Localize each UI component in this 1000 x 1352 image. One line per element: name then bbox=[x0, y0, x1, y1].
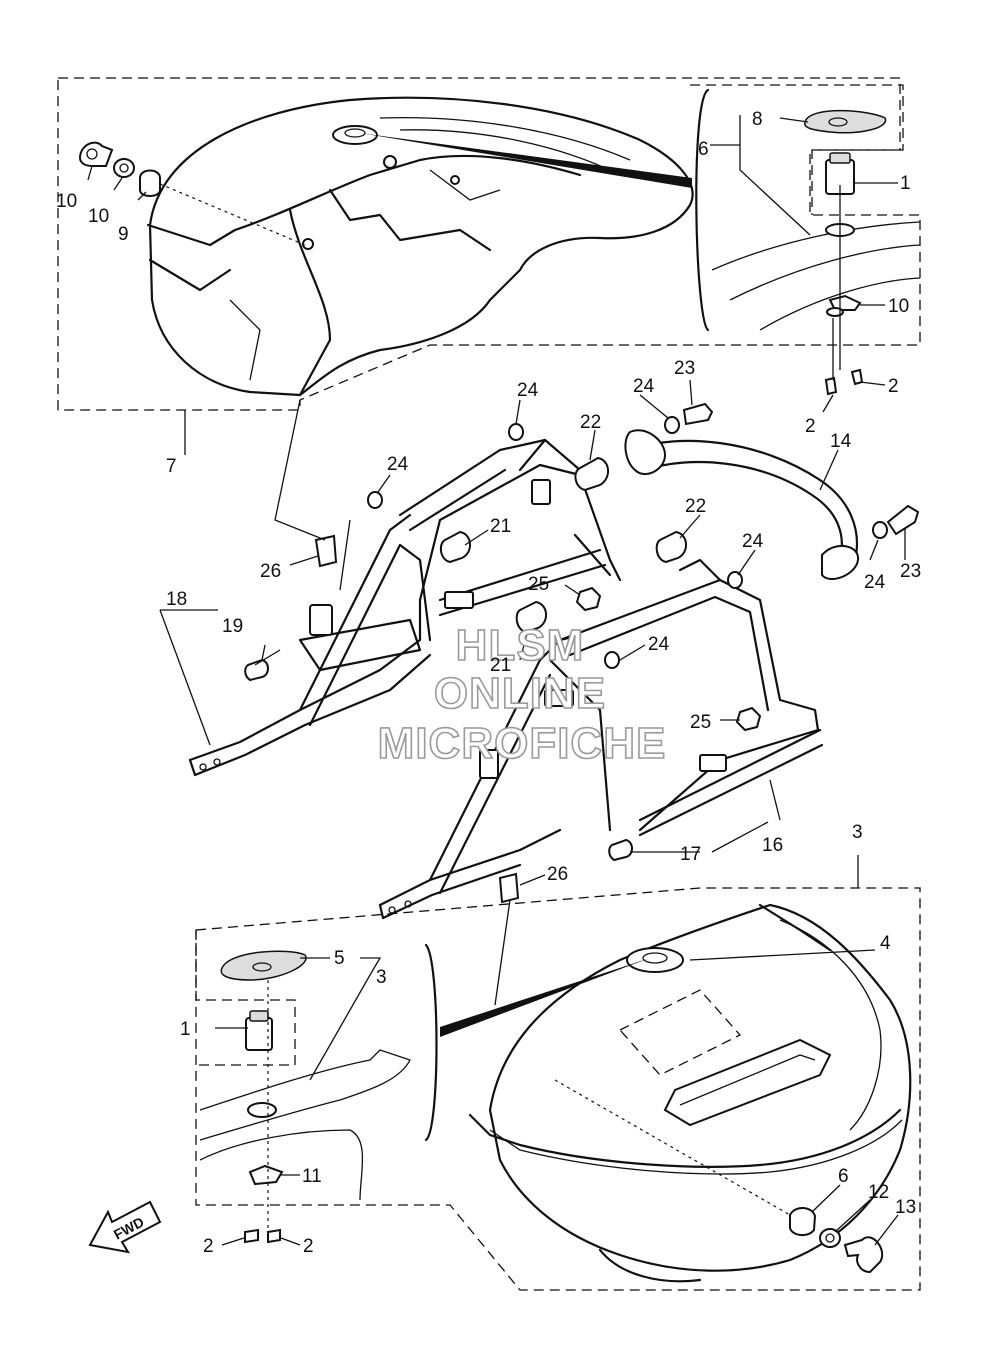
callout-16: 16 bbox=[762, 835, 783, 856]
callout-26-a: 26 bbox=[260, 561, 281, 582]
leader-wedge-top bbox=[360, 133, 692, 188]
nut-25-mid bbox=[735, 706, 762, 732]
callout-leaders bbox=[87, 115, 906, 1246]
left-stay-frame-18 bbox=[188, 438, 622, 777]
callout-11: 8 bbox=[752, 109, 763, 130]
callout-10: 7 bbox=[166, 456, 177, 477]
callout-2-top-right: 2 bbox=[888, 376, 899, 397]
callout-22-a: 22 bbox=[580, 412, 601, 433]
right-stay-frame-16 bbox=[378, 558, 824, 920]
rear-bar-20 bbox=[624, 429, 860, 580]
group-box-lock-bottom bbox=[195, 930, 296, 1066]
callout-2-top-left: 2 bbox=[805, 416, 816, 437]
callout-22-b: 22 bbox=[685, 496, 706, 517]
callout-15: 10 bbox=[56, 191, 77, 212]
callout-24-b: 24 bbox=[633, 376, 655, 397]
callout-24-d: 24 bbox=[742, 531, 764, 552]
clip-26-bottom bbox=[498, 872, 520, 904]
callout-1-bottom: 1 bbox=[180, 1019, 191, 1040]
callout-24-a: 24 bbox=[517, 380, 539, 401]
group-box-lock-top bbox=[690, 84, 904, 215]
callout-19: 19 bbox=[222, 616, 243, 637]
leader-wedge-bottom bbox=[440, 958, 650, 1037]
callout-21-a: 21 bbox=[490, 516, 511, 537]
left-case-hardware bbox=[78, 141, 306, 246]
callout-9: 13 bbox=[895, 1197, 916, 1218]
collar-22-top bbox=[574, 456, 609, 492]
cap-17 bbox=[608, 838, 633, 862]
callout-24-f: 24 bbox=[648, 634, 670, 655]
callout-1-top: 1 bbox=[900, 173, 911, 194]
left-saddlebag-case bbox=[146, 96, 694, 397]
callout-3-inset: 3 bbox=[376, 967, 387, 988]
callout-25-b: 25 bbox=[690, 712, 711, 733]
callout-14: 10 bbox=[888, 296, 909, 317]
washer-13 bbox=[113, 158, 135, 178]
callout-25-a: 25 bbox=[528, 574, 549, 595]
callout-23-a: 23 bbox=[674, 358, 695, 379]
nut-25-top bbox=[575, 586, 602, 612]
bolt-23-top bbox=[682, 402, 714, 426]
grommet-12 bbox=[139, 169, 161, 197]
clip-26-top bbox=[314, 534, 338, 568]
callout-26-b: 26 bbox=[547, 864, 568, 885]
collar-21-top bbox=[439, 530, 471, 564]
callout-6: 6 bbox=[838, 1166, 849, 1187]
right-saddlebag-case bbox=[468, 903, 912, 1283]
callout-24-c: 24 bbox=[387, 454, 409, 475]
group-box-right-case bbox=[195, 887, 921, 1291]
callout-12: 9 bbox=[118, 224, 129, 245]
left-lock-detail-inset bbox=[695, 88, 921, 332]
callout-17: 17 bbox=[680, 844, 701, 865]
callout-3-right: 3 bbox=[852, 822, 863, 843]
lock-plate-8 bbox=[248, 1164, 284, 1186]
collar-21-mid bbox=[515, 600, 547, 634]
watermark: HLSM ONLINE MICROFICHE bbox=[377, 620, 667, 769]
callout-5: 5 bbox=[334, 948, 345, 969]
callout-numbers: 10 10 9 7 6 8 1 10 2 2 14 24 22 24 23 24… bbox=[56, 109, 921, 1257]
label-area bbox=[618, 989, 742, 1076]
lock-cover-5 bbox=[220, 950, 307, 981]
grommet-6 bbox=[789, 1207, 817, 1236]
bolt-9 bbox=[843, 1236, 883, 1274]
lock-cover-11 bbox=[804, 109, 887, 134]
fwd-arrow-icon: FWD bbox=[88, 1200, 162, 1254]
right-lock-detail-inset bbox=[199, 943, 438, 1230]
key-ring-15 bbox=[78, 141, 114, 167]
watermark-line3: MICROFICHE bbox=[378, 719, 667, 768]
callout-4: 4 bbox=[880, 933, 891, 954]
washer-7 bbox=[819, 1228, 841, 1248]
watermark-line1: HLSM bbox=[456, 621, 585, 670]
alignment-lines bbox=[254, 185, 841, 1006]
callout-23-b: 23 bbox=[900, 561, 921, 582]
callout-21-b: 21 bbox=[490, 655, 511, 676]
callout-24-e: 24 bbox=[864, 572, 886, 593]
callout-2-bottom-right: 2 bbox=[303, 1236, 314, 1257]
watermark-line2: ONLINE bbox=[434, 669, 606, 718]
callout-13: 10 bbox=[88, 206, 109, 227]
right-case-hardware bbox=[244, 1207, 883, 1274]
callout-18: 18 bbox=[166, 589, 187, 610]
group-box-left-case bbox=[57, 77, 921, 411]
callout-8: 11 bbox=[302, 1166, 322, 1187]
callout-7: 12 bbox=[868, 1182, 889, 1203]
cap-19 bbox=[244, 658, 269, 682]
callout-10-inset: 6 bbox=[698, 139, 709, 160]
callout-2-bottom-left: 2 bbox=[203, 1236, 214, 1257]
callout-20: 14 bbox=[830, 431, 852, 452]
handle-recess bbox=[663, 1038, 832, 1127]
bolt-23-right bbox=[886, 504, 920, 536]
fasteners bbox=[244, 368, 920, 904]
